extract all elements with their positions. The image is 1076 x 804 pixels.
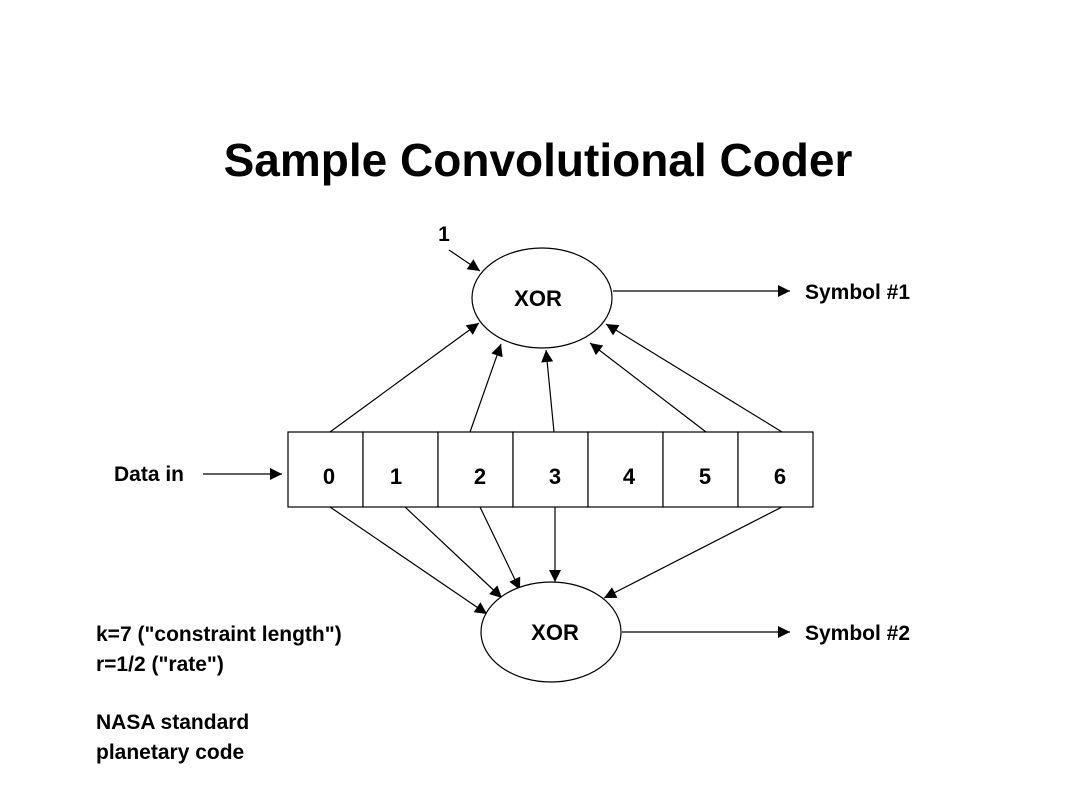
rate-note: r=1/2 ("rate") [96,653,224,676]
register-cell-label-3: 3 [549,464,561,489]
tap-top-6 [605,323,783,433]
tap-bottom-0 [329,506,488,615]
page-title: Sample Convolutional Coder [224,134,853,186]
constant-input-label: 1 [438,223,450,246]
tap-bottom-6 [603,506,783,599]
tap-top-0 [329,322,480,433]
register-cell-6 [737,431,814,508]
shift-register: 0 1 2 3 4 5 6 [287,431,814,508]
register-cell-label-2: 2 [474,464,486,489]
tap-top-5 [589,342,707,433]
register-cell-1 [362,431,439,508]
register-cell-label-4: 4 [623,464,636,489]
top-tap-connections [329,322,783,433]
symbol-2-label: Symbol #2 [805,622,910,645]
tap-top-3 [541,349,555,433]
symbol-1-label: Symbol #1 [805,281,910,304]
constraint-length-note: k=7 ("constraint length") [96,623,342,646]
register-cell-2 [437,431,514,508]
register-cell-4 [587,431,664,508]
tap-top-2 [469,343,503,433]
tap-bottom-1 [404,506,503,599]
xor-gate-top [471,247,613,349]
register-cell-0 [287,431,364,508]
register-cell-label-5: 5 [699,464,711,489]
xor-top-label: XOR [514,286,562,311]
xor-bottom-label: XOR [531,620,579,645]
register-cell-3 [512,431,589,508]
bottom-tap-connections [329,506,783,615]
tap-bottom-2 [479,506,521,591]
register-cell-label-0: 0 [323,464,335,489]
data-in-label: Data in [114,463,184,486]
constant-input-arrow [448,249,481,272]
xor-gate-bottom [480,581,622,683]
register-cell-label-6: 6 [774,464,786,489]
register-cell-label-1: 1 [390,464,402,489]
register-cell-5 [662,431,739,508]
planetary-code-note: planetary code [96,741,244,764]
nasa-standard-note: NASA standard [96,711,249,734]
